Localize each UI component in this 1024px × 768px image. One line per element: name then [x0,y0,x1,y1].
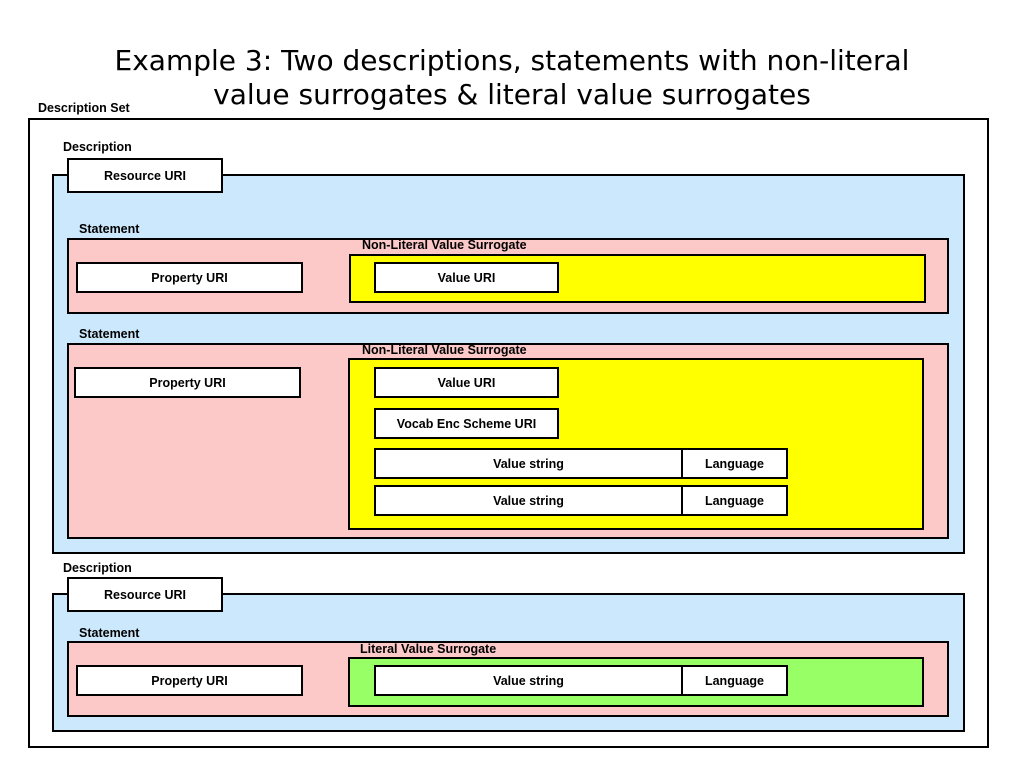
description-set-label: Description Set [38,101,130,115]
value-uri-box: Value URI [374,262,559,293]
resource-uri-box: Resource URI [67,158,223,193]
diagram-title: Example 3: Two descriptions, statements … [0,44,1024,112]
property-uri-box: Property URI [74,367,301,398]
value-string-box: Value string [374,448,683,479]
language-box: Language [681,485,788,516]
literal-value-surrogate-label: Literal Value Surrogate [360,642,497,656]
value-string-box: Value string [374,485,683,516]
language-box: Language [681,665,788,696]
description-label: Description [63,561,132,575]
vocab-enc-scheme-uri-box: Vocab Enc Scheme URI [374,408,559,439]
language-box: Language [681,448,788,479]
title-line-1: Example 3: Two descriptions, statements … [114,44,910,77]
statement-label: Statement [79,327,140,341]
statement-label: Statement [79,626,140,640]
resource-uri-box: Resource URI [67,577,223,612]
non-literal-value-surrogate-label: Non-Literal Value Surrogate [362,238,527,252]
value-uri-box: Value URI [374,367,559,398]
description-label: Description [63,140,132,154]
statement-label: Statement [79,222,140,236]
non-literal-value-surrogate-label: Non-Literal Value Surrogate [362,343,527,357]
description-set-box [28,118,989,748]
property-uri-box: Property URI [76,262,303,293]
value-string-box: Value string [374,665,683,696]
property-uri-box: Property URI [76,665,303,696]
title-line-2: value surrogates & literal value surroga… [213,78,811,111]
